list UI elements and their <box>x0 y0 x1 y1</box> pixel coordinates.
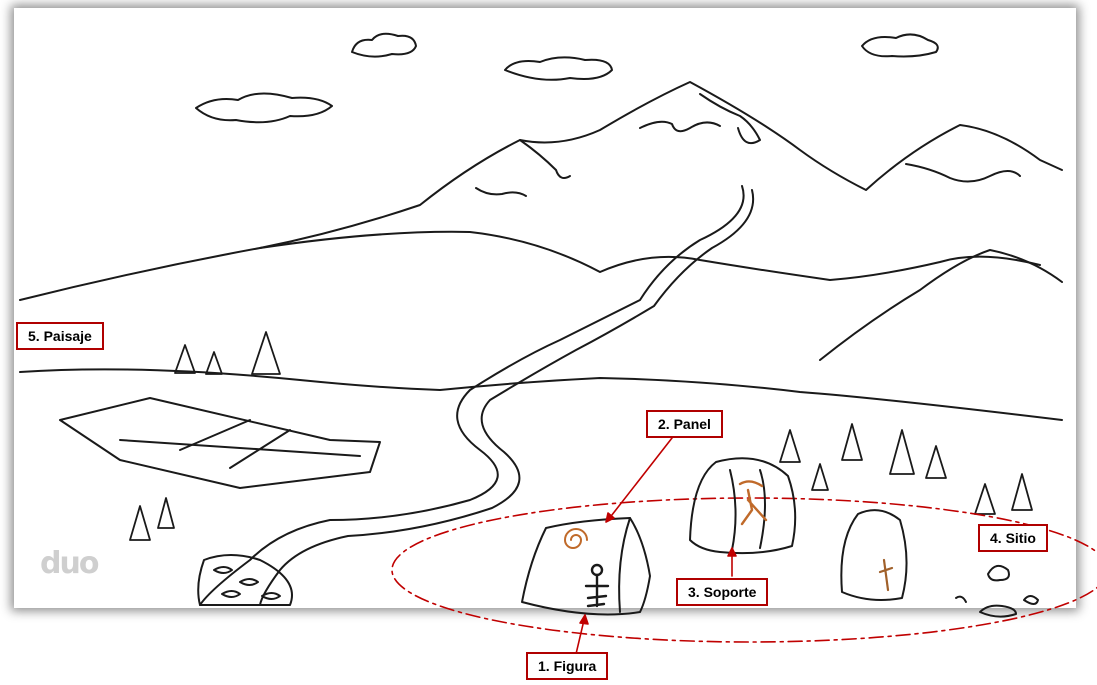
rock-panel <box>522 518 650 614</box>
pigment-figure <box>740 481 766 524</box>
label-soporte: 3. Soporte <box>676 578 768 606</box>
cloud <box>196 93 332 122</box>
stone <box>988 566 1009 581</box>
mountain-ridge <box>20 82 1062 300</box>
snow-cap <box>700 94 760 143</box>
field-line <box>120 440 360 456</box>
callout-arrows <box>576 438 736 654</box>
snow-cap <box>520 140 570 178</box>
label-panel: 2. Panel <box>646 410 723 438</box>
field <box>60 398 380 488</box>
figure-glyph-ring <box>592 565 602 575</box>
pigment-spiral <box>565 529 587 548</box>
label-figura: 1. Figura <box>526 652 608 680</box>
mountain-ridge <box>20 369 1062 420</box>
river <box>200 186 744 605</box>
rock-crack <box>619 518 630 612</box>
rock-soporte <box>690 458 795 553</box>
stone <box>956 597 966 602</box>
cloud <box>505 57 612 79</box>
mountain-ridge <box>260 232 1040 280</box>
snow-cap <box>906 164 1020 182</box>
snow-cap <box>640 122 720 131</box>
cloud <box>862 34 938 56</box>
arrow-figura <box>576 620 584 654</box>
snow-cap <box>476 188 526 196</box>
pigment-figure <box>880 560 892 590</box>
pebble <box>214 567 232 573</box>
arrow-panel <box>608 438 672 520</box>
cloud <box>352 34 416 57</box>
pebble <box>222 591 240 597</box>
pebble <box>262 593 280 599</box>
mountain-ridge <box>820 250 1062 360</box>
label-sitio: 4. Sitio <box>978 524 1048 552</box>
stone <box>980 606 1016 617</box>
watermark-logo: duo <box>40 546 97 581</box>
tree-group <box>130 332 1032 540</box>
stone <box>1024 596 1038 604</box>
label-paisaje: 5. Paisaje <box>16 322 104 350</box>
figure-glyph <box>586 575 608 606</box>
river <box>260 190 753 605</box>
rock <box>841 510 906 600</box>
pebble <box>240 579 258 585</box>
